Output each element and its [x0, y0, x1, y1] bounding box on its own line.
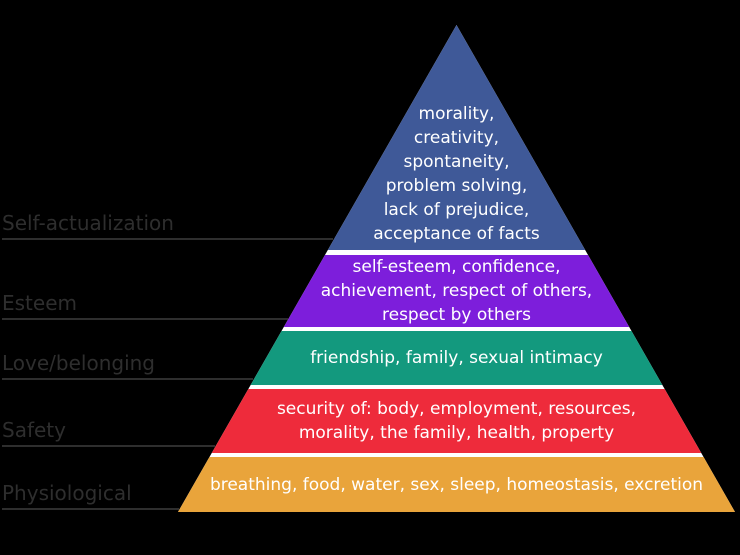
- band-text-line: friendship, family, sexual intimacy: [310, 348, 603, 368]
- band-text-line: spontaneity,: [403, 152, 510, 172]
- band-text-line: breathing, food, water, sex, sleep, home…: [209, 474, 704, 495]
- band-text-line: acceptance of facts: [373, 224, 540, 244]
- level-label-text: Safety: [2, 418, 66, 442]
- level-label-text: Physiological: [2, 481, 132, 505]
- level-label-text: Self-actualization: [2, 211, 174, 235]
- band-text-line: respect by others: [382, 305, 531, 325]
- band-text-line: morality,: [418, 104, 495, 124]
- band-text-line: lack of prejudice,: [383, 200, 530, 220]
- band-physiological: breathing, food, water, sex, sleep, home…: [178, 457, 735, 512]
- band-text-line: security of: body, employment, resources…: [276, 399, 637, 419]
- level-label-safety: Safety: [2, 418, 215, 447]
- band-safety: security of: body, employment, resources…: [178, 389, 735, 453]
- level-label-self-actualization: Self-actualization: [2, 211, 333, 240]
- level-label-love-belonging: Love/belonging: [2, 351, 253, 380]
- band-text-line: achievement, respect of others,: [320, 281, 593, 301]
- level-label-text: Esteem: [2, 291, 77, 315]
- level-label-esteem: Esteem: [2, 291, 288, 320]
- band-text-line: creativity,: [413, 128, 500, 148]
- level-label-physiological: Physiological: [2, 481, 179, 510]
- band-text-line: self-esteem, confidence,: [352, 257, 561, 277]
- band-text-line: morality, the family, health, property: [298, 423, 615, 443]
- pyramid: morality, creativity, spontaneity, probl…: [178, 25, 735, 512]
- band-love-belonging: friendship, family, sexual intimacy: [178, 331, 735, 385]
- band-text-line: problem solving,: [385, 176, 528, 196]
- level-label-text: Love/belonging: [2, 351, 155, 375]
